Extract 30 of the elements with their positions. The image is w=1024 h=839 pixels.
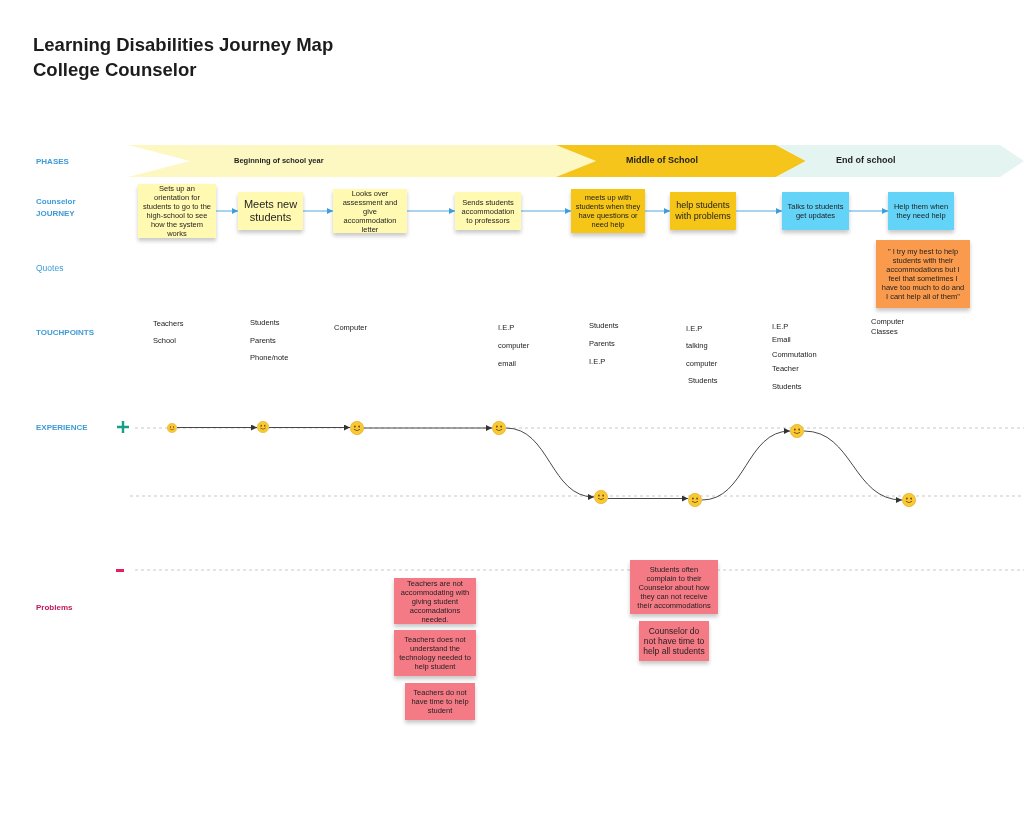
sticky-note <box>782 192 849 230</box>
note-text: Counselor do not have time to help all students <box>643 625 705 657</box>
phase-banner <box>556 145 806 177</box>
phase-banner <box>776 145 1024 177</box>
row-header: Counselor JOURNEY <box>36 196 77 220</box>
sticky-note <box>670 192 736 230</box>
smiley-face-icon <box>594 490 608 504</box>
row-header: Quotes <box>36 262 64 275</box>
note-text: help students with problems <box>674 200 732 222</box>
phase-banner <box>128 145 596 177</box>
smiley-face-icon <box>257 421 269 433</box>
sticky-note <box>630 560 718 614</box>
row-header: Problems <box>36 602 73 614</box>
smiley-face-icon <box>350 421 364 435</box>
smiley-face-icon <box>492 421 506 435</box>
note-text: Meets new students <box>242 197 299 225</box>
row-header: PHASES <box>36 156 69 168</box>
row-header: TOUCHPOINTS <box>36 327 95 339</box>
smiley-face-icon <box>167 423 177 433</box>
smiley-face-icon <box>790 424 804 438</box>
row-header: EXPERIENCE <box>36 422 88 434</box>
title: Learning Disabilities Journey Map <box>33 33 334 57</box>
smiley-face-icon <box>688 493 702 507</box>
phase-label: End of school <box>836 154 896 168</box>
subtitle: College Counselor <box>33 58 197 82</box>
phase-label: Middle of School <box>626 154 698 168</box>
smiley-face-icon <box>902 493 916 507</box>
sticky-note <box>333 189 407 233</box>
sticky-note <box>876 240 970 308</box>
sticky-note <box>888 192 954 230</box>
